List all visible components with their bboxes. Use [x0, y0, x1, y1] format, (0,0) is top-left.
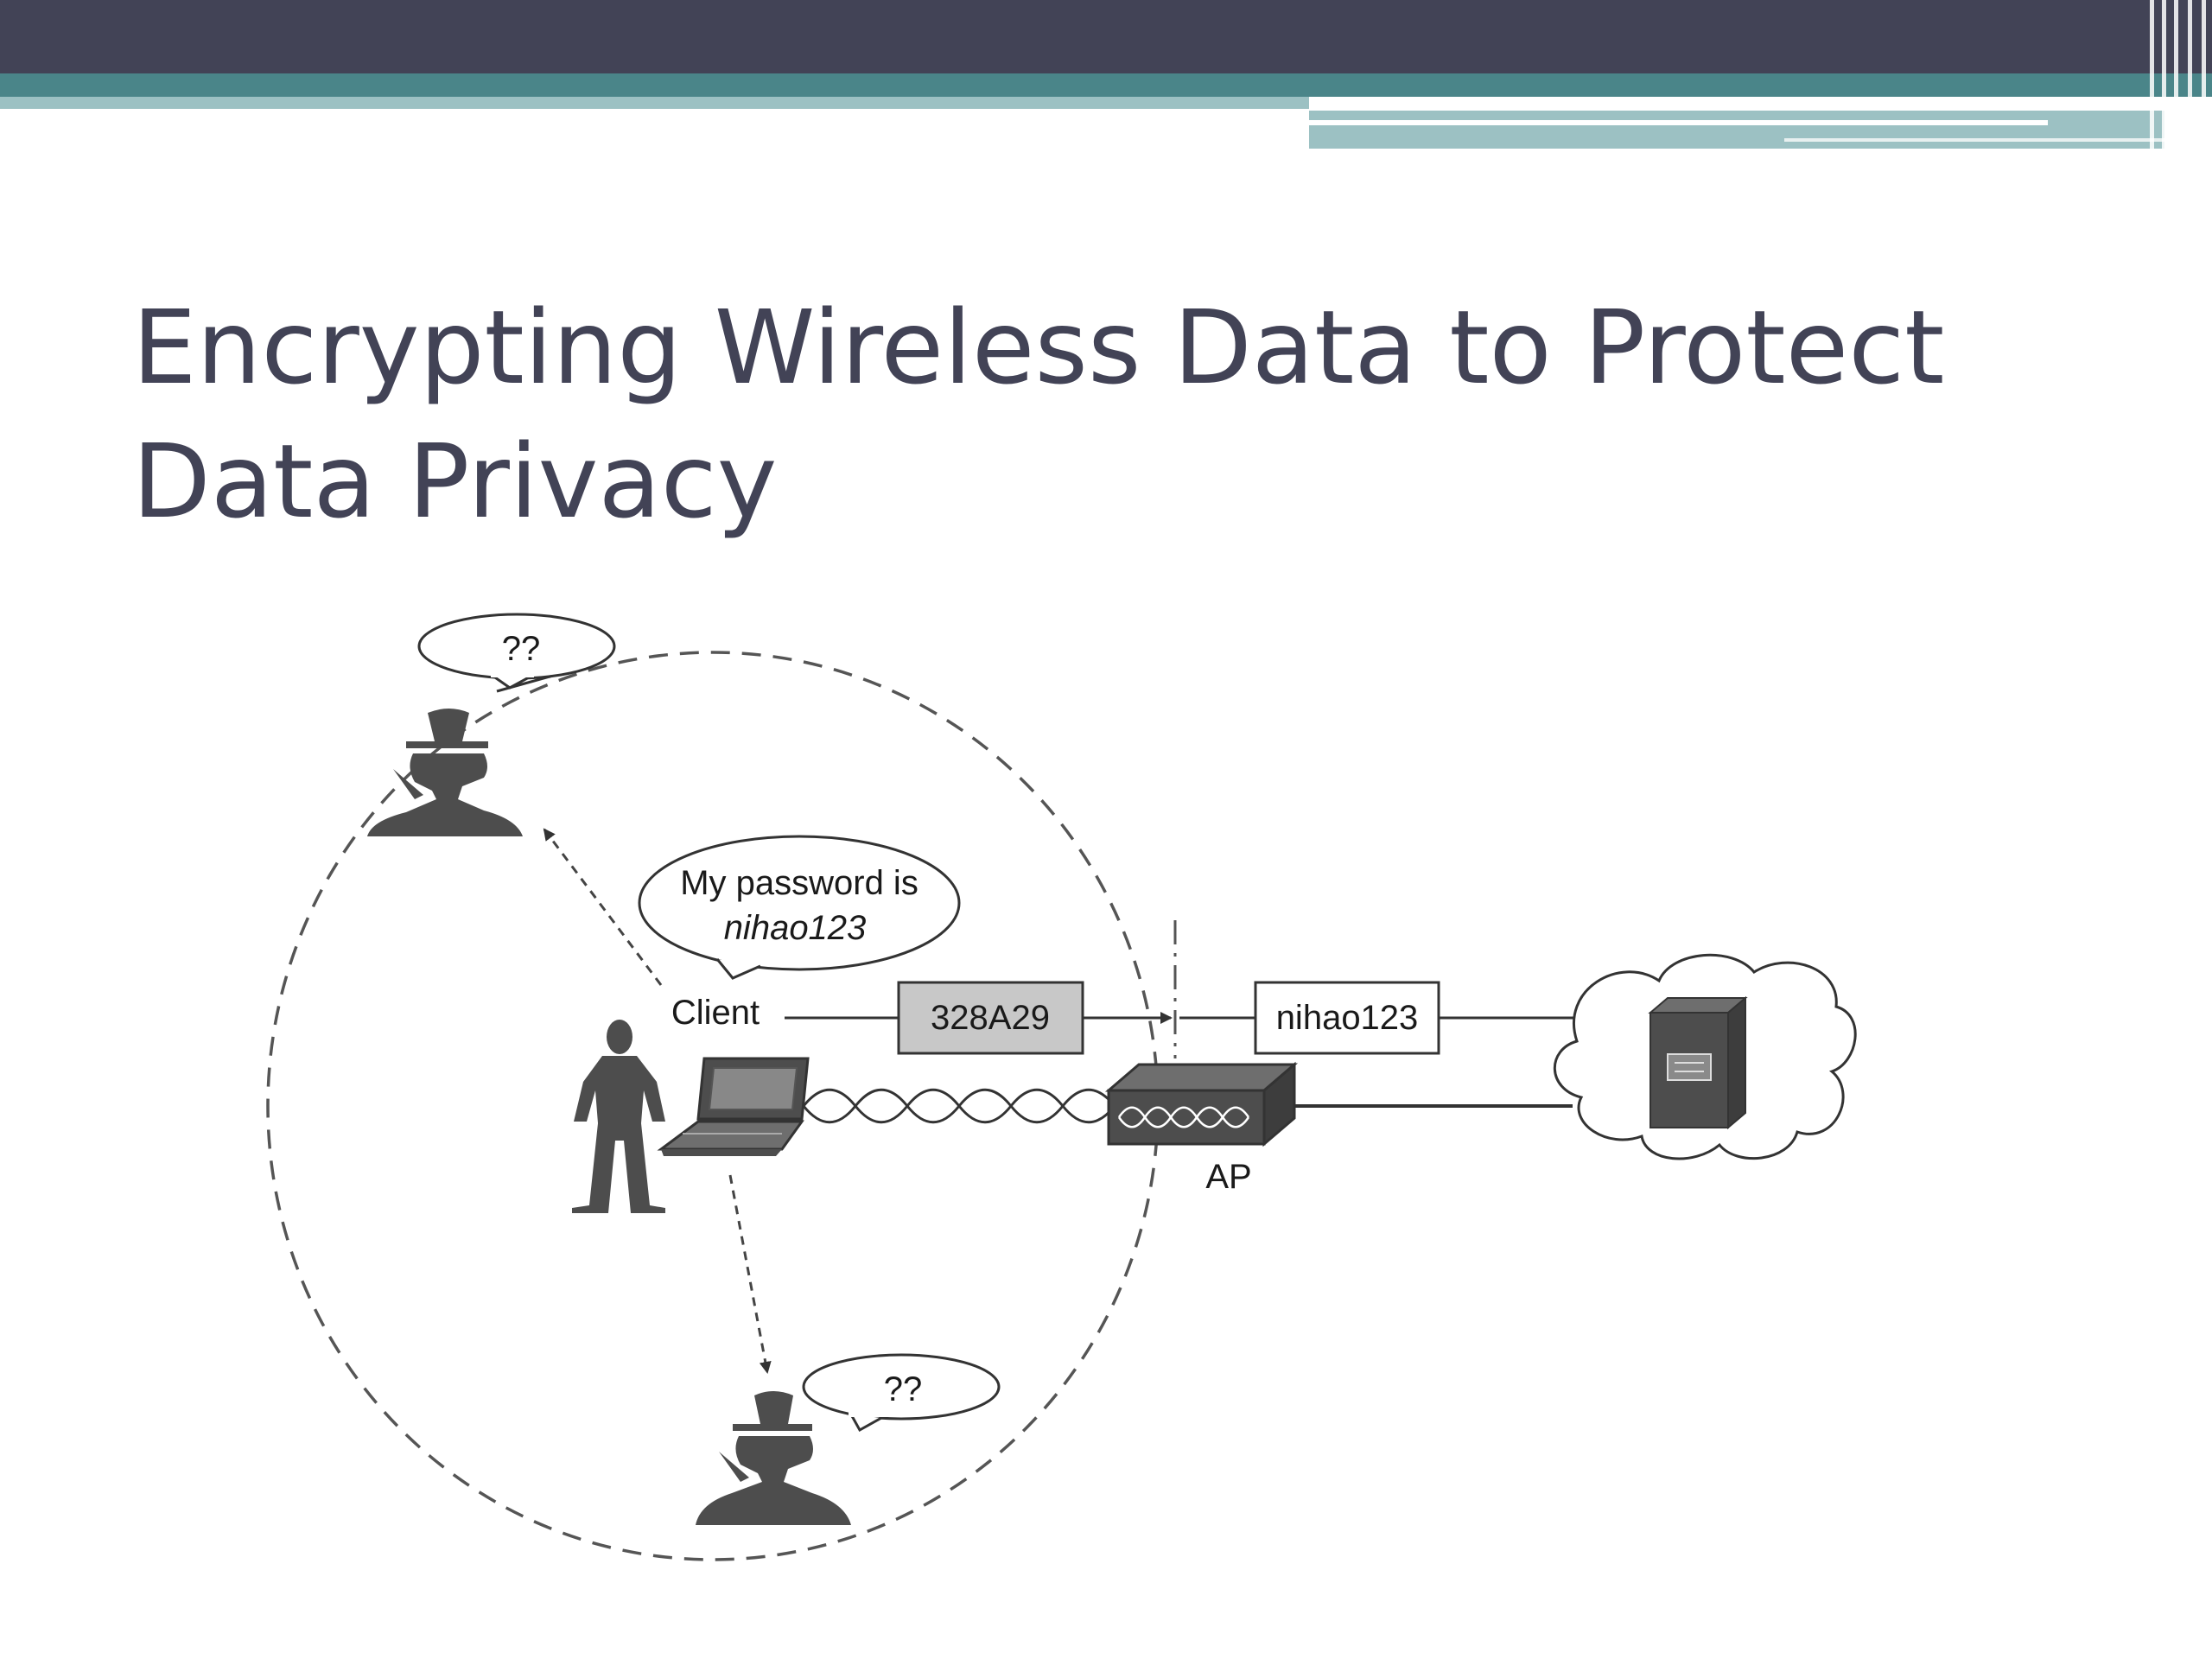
eavesdropper-bottom: ??	[696, 1353, 1001, 1525]
access-point-icon	[1104, 1061, 1299, 1147]
speech-text-top: ??	[502, 630, 541, 668]
header-stripes	[2143, 0, 2212, 149]
client-speech-line1: My password is	[680, 864, 918, 902]
client-speech-line2: nihao123	[724, 909, 867, 947]
speech-text-bottom: ??	[884, 1370, 923, 1408]
client-speech-bubble: My password is nihao123	[638, 835, 961, 980]
client-label: Client	[671, 994, 760, 1032]
spy-icon	[696, 1391, 851, 1525]
header-white-line	[1309, 120, 2048, 125]
plaintext-data-box	[1254, 981, 1440, 1055]
encrypted-data-box	[897, 981, 1084, 1055]
server-icon	[1648, 995, 1748, 1130]
ap-label: AP	[1205, 1158, 1251, 1196]
header-light-bar-right	[1309, 111, 2164, 149]
header-teal-bar	[0, 73, 2212, 97]
speech-bubble-bottom: ??	[802, 1353, 1001, 1433]
eavesdropper-top: ??	[367, 613, 616, 836]
slide-title: Encrypting Wireless Data to Protect Data…	[132, 288, 1945, 541]
leak-arrow-top	[543, 828, 663, 986]
header-light-bar-left	[0, 97, 1309, 109]
leak-arrow-bottom	[728, 1174, 772, 1374]
speech-bubble-top: ??	[417, 613, 616, 693]
spy-icon	[367, 709, 523, 836]
header-white-line-2	[1784, 138, 2164, 142]
plaintext-data-text: nihao123	[1276, 999, 1419, 1037]
person-icon	[572, 1020, 665, 1213]
wireless-signal	[802, 1088, 1116, 1124]
laptop-icon	[657, 1057, 810, 1156]
encrypted-data-text: 328A29	[931, 999, 1050, 1037]
header-dark-bar	[0, 0, 2212, 73]
slide-header	[0, 0, 2212, 156]
